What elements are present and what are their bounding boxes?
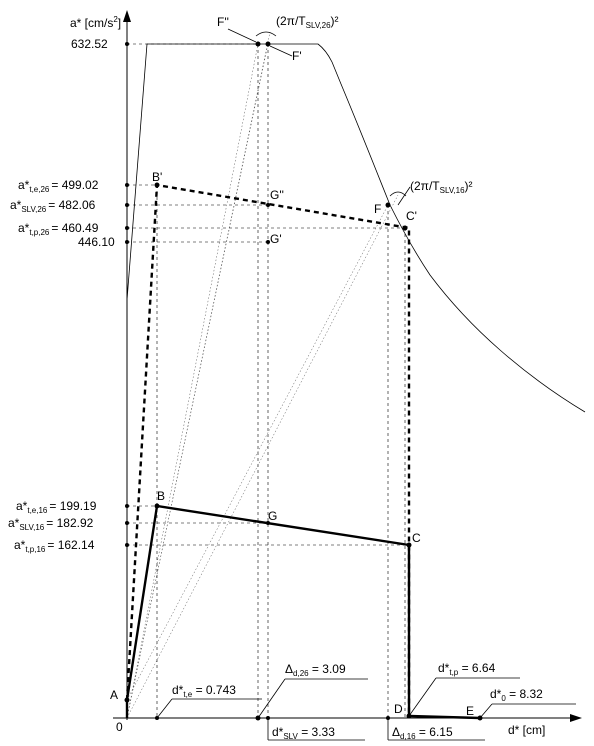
bilinear-tail-DE <box>408 714 481 720</box>
leader-dte <box>156 698 173 719</box>
leader-d0 <box>479 703 493 719</box>
xann-delta26: Δd,26 = 3.09 <box>285 662 346 678</box>
point-B: B <box>157 489 165 503</box>
point-A: A <box>110 688 118 702</box>
ytick-te16: a*t,e,16= 199.19 <box>16 499 97 515</box>
leader-dtp <box>408 677 437 717</box>
point-Cp: C' <box>406 209 417 223</box>
xann-d0: d*0 = 8.32 <box>490 687 543 703</box>
ray-fpp <box>126 43 259 719</box>
leader-delta26 <box>257 678 286 719</box>
xann-dte: d*t,e = 0.743 <box>172 683 236 699</box>
xann-dtp: d*t,p = 6.64 <box>438 661 496 677</box>
xann-delta16: Δd,16 = 6.15 <box>392 725 453 741</box>
point-Gp: G' <box>270 232 282 246</box>
slope-label-26: (2π/TSLV,26)² <box>276 14 339 30</box>
origin-label: 0 <box>116 720 123 734</box>
point-Bp: B' <box>152 170 162 184</box>
x-axis-arrow <box>570 714 582 722</box>
leader-Fp <box>269 45 293 57</box>
slope-leader-16 <box>397 186 411 206</box>
y-axis-arrow <box>123 10 131 22</box>
ytick-te26: a*t,e,26= 499.02 <box>18 178 99 194</box>
bilinear-curve-26 <box>125 183 411 718</box>
ytick-slv26: a*SLV,26= 482.06 <box>10 198 96 214</box>
period-line-16 <box>126 194 399 719</box>
ytick-632: 632.52 <box>71 37 108 51</box>
point-G: G <box>268 509 277 523</box>
response-spectrum-curve <box>126 43 586 413</box>
slope-label-16: (2π/TSLV,16)² <box>410 179 473 195</box>
x-axis-label: d* [cm] <box>508 723 545 737</box>
xann-dslv: d*SLV = 3.33 <box>272 725 335 741</box>
bilinear-curve-16 <box>125 504 411 718</box>
point-Fpp: F'' <box>217 15 229 29</box>
y-axis-label: a* [cm/s2] <box>70 15 121 30</box>
ray-f <box>126 204 389 701</box>
ytick-slv16: a*SLV,16= 182.92 <box>8 516 94 532</box>
point-F: F <box>374 202 381 216</box>
leader-Fpp <box>227 28 257 43</box>
ytick-446: 446.10 <box>78 235 115 249</box>
ytick-tp26: a*t,p,26= 460.49 <box>18 221 99 237</box>
point-E: E <box>466 704 474 718</box>
ray-fp <box>126 43 269 719</box>
point-D: D <box>394 702 403 716</box>
point-C: C <box>412 531 421 545</box>
point-Fp: F' <box>292 49 302 63</box>
ytick-tp16: a*t,p,16= 162.14 <box>14 538 95 554</box>
point-Gpp: G'' <box>270 188 284 202</box>
slope-arc-26 <box>255 31 277 37</box>
point-dots <box>124 41 483 721</box>
